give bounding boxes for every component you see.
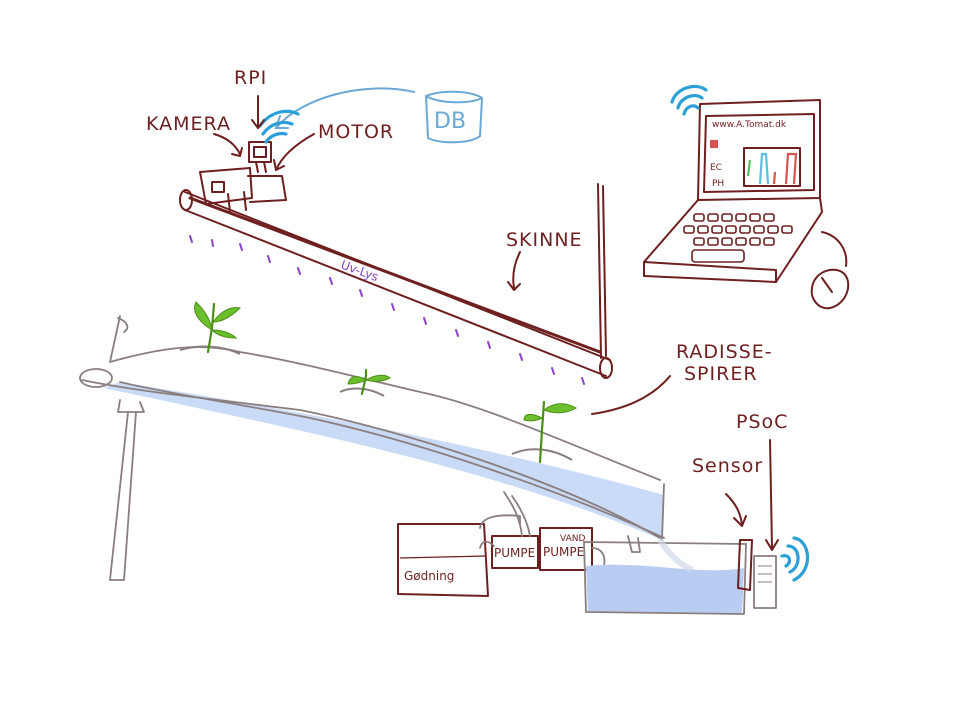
laptop-url: www.A.Tomat.dk <box>712 120 787 130</box>
laptop-menu-ec: EC <box>710 163 722 173</box>
rpi-box <box>249 142 271 162</box>
label-motor: MOTOR <box>318 121 394 143</box>
label-goedning: Gødning <box>404 569 454 583</box>
label-kamera: KAMERA <box>146 113 231 135</box>
laptop-menu-ph: PH <box>712 179 724 189</box>
label-vand-pumpe-line2: PUMPE <box>543 545 584 559</box>
label-db: DB <box>434 109 466 134</box>
laptop <box>644 100 848 308</box>
mouse-cable <box>822 232 846 266</box>
water <box>586 565 744 614</box>
laptop-keyboard <box>684 214 792 262</box>
wifi-icon <box>672 86 706 114</box>
label-radisse-line2: SPIRER <box>684 363 758 385</box>
wifi-icon <box>782 538 808 580</box>
fertilizer-box <box>398 524 488 596</box>
labels: RPI KAMERA MOTOR DB SKINNE Uv-Lys RADISS… <box>146 67 788 583</box>
label-arrows <box>214 96 778 550</box>
sprout <box>180 302 240 354</box>
laptop-logo-icon <box>710 140 718 148</box>
label-pumpe: PUMPE <box>494 546 535 560</box>
label-sensor: Sensor <box>692 455 763 477</box>
label-radisse-line1: RADISSE- <box>676 341 773 363</box>
label-vand-pumpe-line1: VAND <box>560 534 585 544</box>
uv-light-dashes <box>190 236 584 384</box>
rail <box>180 184 612 378</box>
label-psoc: PSoC <box>736 411 788 433</box>
label-rpi: RPI <box>234 67 267 89</box>
carriage <box>200 142 286 212</box>
label-skinne: SKINNE <box>506 229 583 251</box>
sprout <box>512 402 576 462</box>
